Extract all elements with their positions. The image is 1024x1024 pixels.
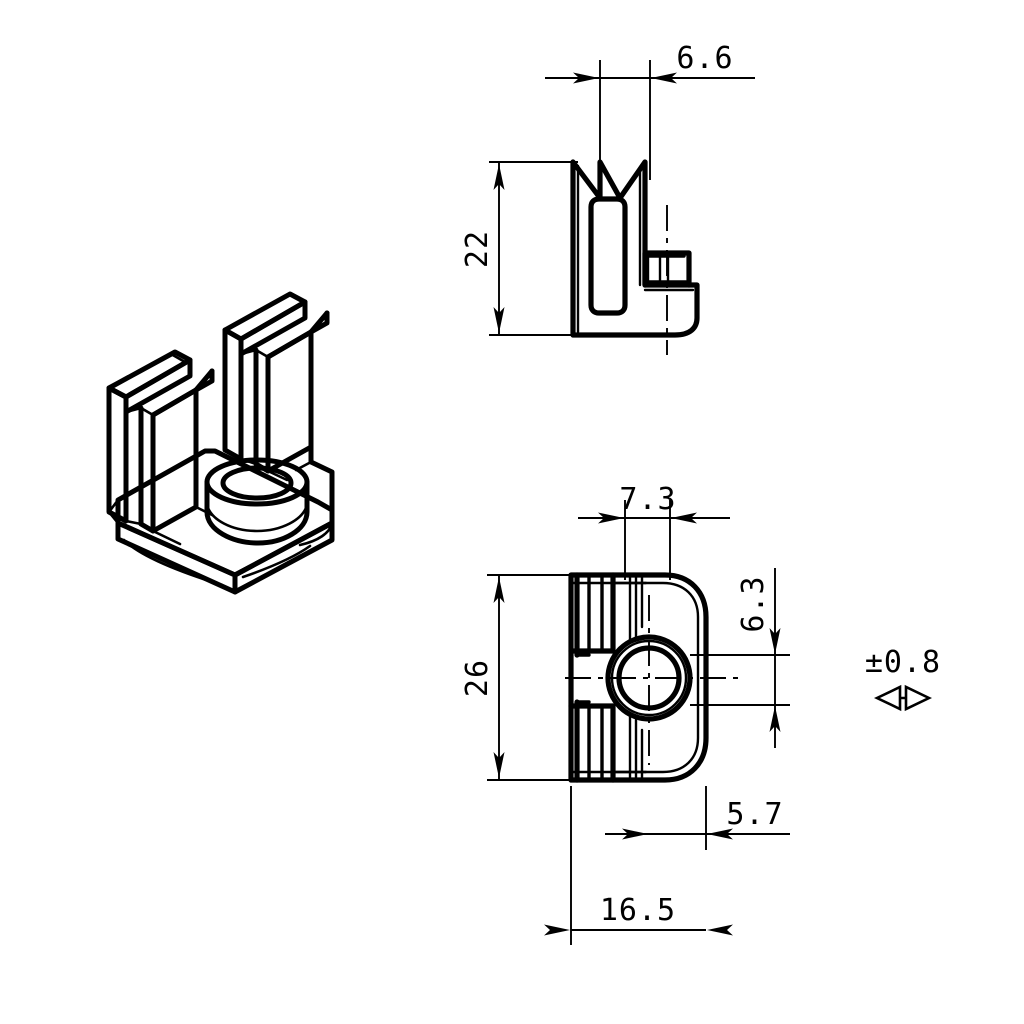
dimension-7-3: 7.3 (578, 482, 730, 580)
iso-base-front-right-face (232, 520, 335, 595)
iso-right-tab-slot-top (239, 348, 258, 356)
side-view: 22 6.6 (460, 41, 755, 355)
dimension-26: 26 (460, 574, 571, 781)
bottom-view-outline (568, 572, 709, 783)
iso-left-tab-foot (194, 505, 214, 517)
dimension-5-7: 5.7 (605, 786, 790, 850)
bidirectional-tolerance-arrow (873, 684, 933, 712)
iso-left-tab-blade-top (139, 406, 155, 417)
iso-base-nose-edge (241, 544, 312, 579)
iso-right-tab-blade-top (254, 348, 270, 359)
iso-boss-cylinder-wall (204, 479, 310, 546)
iso-left-tab-flange-mark (169, 352, 187, 364)
dimension-6-6: 6.6 (545, 41, 755, 180)
bottom-view-inner-contour (569, 581, 700, 774)
dimension-16-5: 16.5 (544, 786, 733, 945)
dim-7-3-text: 7.3 (619, 482, 676, 517)
iso-right-tab-panel-top (265, 310, 330, 360)
tolerance-arrow-left-head (873, 684, 902, 712)
iso-left-base-corner (107, 510, 120, 525)
iso-left-tab-slot-bottom (124, 519, 143, 526)
iso-boss-bore-ellipse (220, 465, 294, 501)
iso-right-tab-panel-bevel (308, 310, 330, 335)
iso-left-tab-slot-top (124, 406, 143, 414)
iso-right-tab-slot-bottom (239, 457, 258, 466)
iso-left-tab-base-shadow (151, 529, 182, 546)
iso-right-tab-base-join (308, 444, 335, 513)
tolerance-value-text: ±0.8 (865, 645, 941, 680)
dim-26-text: 26 (460, 659, 495, 697)
iso-base-bottom-round (122, 538, 224, 587)
iso-left-tab-panel-bevel (193, 368, 215, 393)
dim-5-7-text: 5.7 (726, 797, 783, 832)
iso-right-tab-top-flange (222, 291, 308, 342)
side-view-outline (570, 159, 700, 338)
dim-6-3-text: 6.3 (736, 575, 771, 632)
iso-left-tab-panel-top (150, 368, 215, 418)
tolerance-arrow-right-head (904, 684, 933, 712)
iso-right-tab-flange-front (238, 299, 308, 357)
dim-22-text: 22 (460, 230, 495, 268)
iso-left-tab-base-join (107, 498, 120, 514)
dim-6-6-text: 6.6 (676, 41, 733, 76)
iso-boss-lower-seam (205, 503, 309, 533)
isometric-view (106, 291, 335, 595)
bottom-view: 26 7.3 6.3 (460, 482, 790, 945)
dimension-6-3: 6.3 (690, 568, 790, 748)
iso-base-nose-round (298, 521, 334, 547)
dim-16-5-text: 16.5 (600, 893, 676, 928)
iso-right-tab-base-edge (266, 469, 289, 482)
dimension-22: 22 (460, 161, 578, 336)
side-view-slot (588, 196, 628, 316)
iso-right-tab-base-edge2 (294, 460, 313, 472)
tolerance-note: ±0.8 (865, 645, 941, 712)
iso-left-tab-flange-front (123, 357, 193, 415)
